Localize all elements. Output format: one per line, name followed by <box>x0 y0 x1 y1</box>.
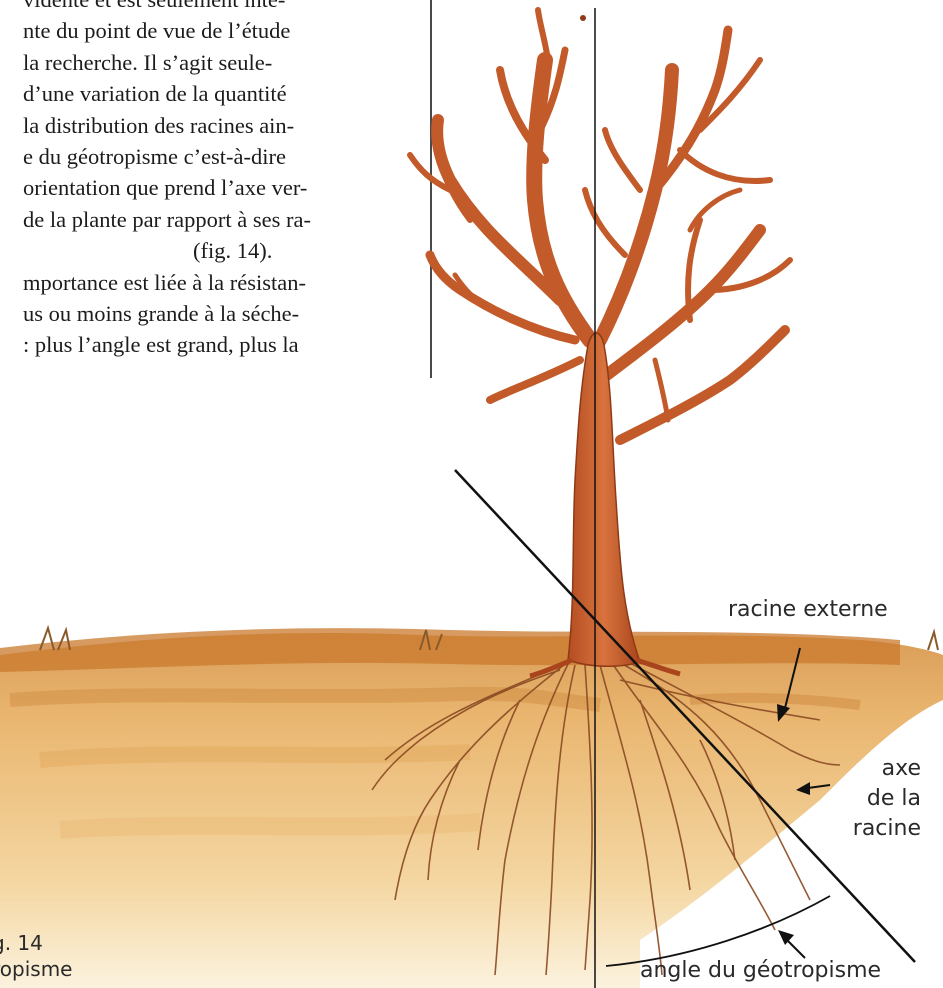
figure-caption: g. 14 ropisme <box>0 930 72 982</box>
label-external-root: racine externe <box>728 596 888 624</box>
figure-caption-title: ropisme <box>0 956 72 982</box>
label-root-axis-1: axe <box>882 755 921 783</box>
tree-trunk <box>568 333 640 666</box>
angle-arrow <box>778 930 805 958</box>
label-root-axis-3: racine <box>853 815 921 843</box>
ink-dot <box>580 15 586 21</box>
figure-caption-number: g. 14 <box>0 930 72 956</box>
label-geotropism-angle: angle du géotropisme <box>640 957 881 985</box>
soil-layer <box>0 628 943 988</box>
label-root-axis-2: de la <box>867 785 921 813</box>
